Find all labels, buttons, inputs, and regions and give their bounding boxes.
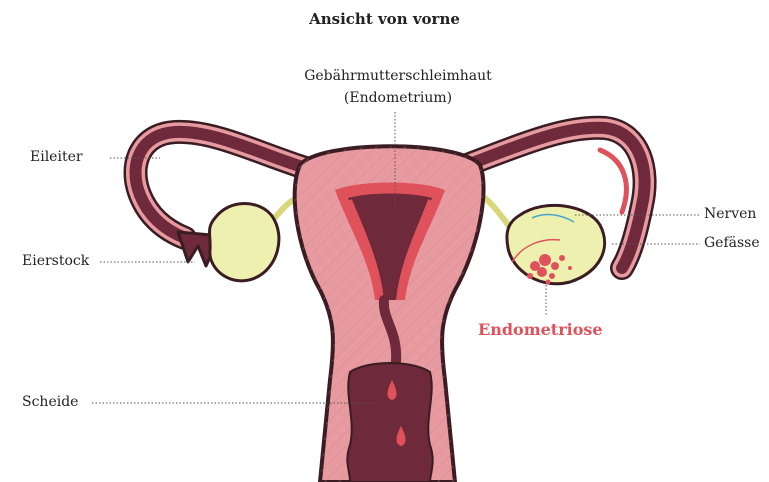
left-ovary	[210, 204, 279, 281]
label-eileiter: Eileiter	[30, 149, 83, 165]
label-eierstock: Eierstock	[22, 253, 89, 269]
label-scheide: Scheide	[22, 394, 78, 410]
right-ovary	[507, 205, 605, 283]
label-gefaesse: Gefässe	[704, 235, 760, 251]
label-endometrium-line1: Gebährmutterschleimhaut	[268, 68, 528, 84]
label-endometrium-line2: (Endometrium)	[268, 90, 528, 106]
vaginal-canal	[347, 363, 432, 482]
label-endometriose: Endometriose	[478, 320, 603, 339]
label-nerven: Nerven	[704, 206, 756, 222]
